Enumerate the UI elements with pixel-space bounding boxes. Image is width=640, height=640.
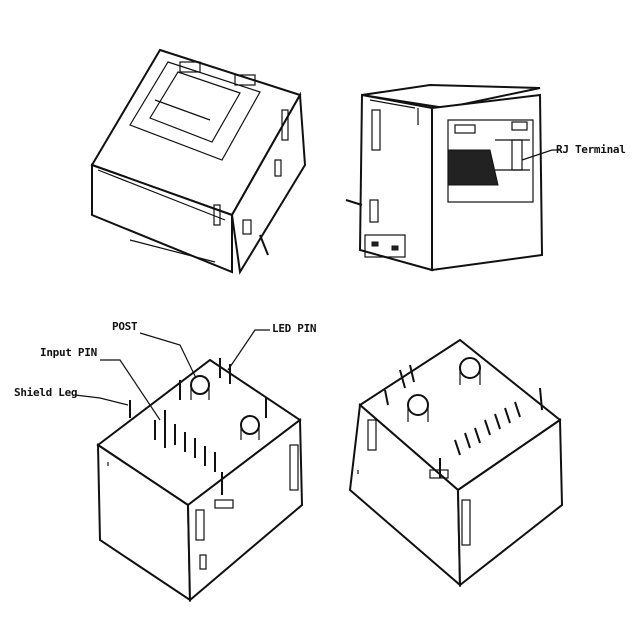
rj-terminal-leader (521, 149, 560, 161)
post-leader (139, 332, 197, 379)
rj-terminal-label: RJ Terminal (556, 143, 626, 156)
led-pin-label: LED PIN (272, 322, 317, 335)
led-pin-leader (227, 329, 270, 371)
view-bottom-right (348, 338, 564, 588)
input-pin-label: Input PIN (40, 346, 97, 359)
shield-leg-leader (74, 394, 129, 406)
view-top-left (90, 48, 307, 275)
input-pin-leader (100, 359, 161, 421)
post-label: POST (112, 320, 138, 333)
view-top-right (345, 83, 560, 272)
shield-leg-label: Shield Leg (14, 386, 78, 399)
view-bottom-left (74, 329, 304, 603)
